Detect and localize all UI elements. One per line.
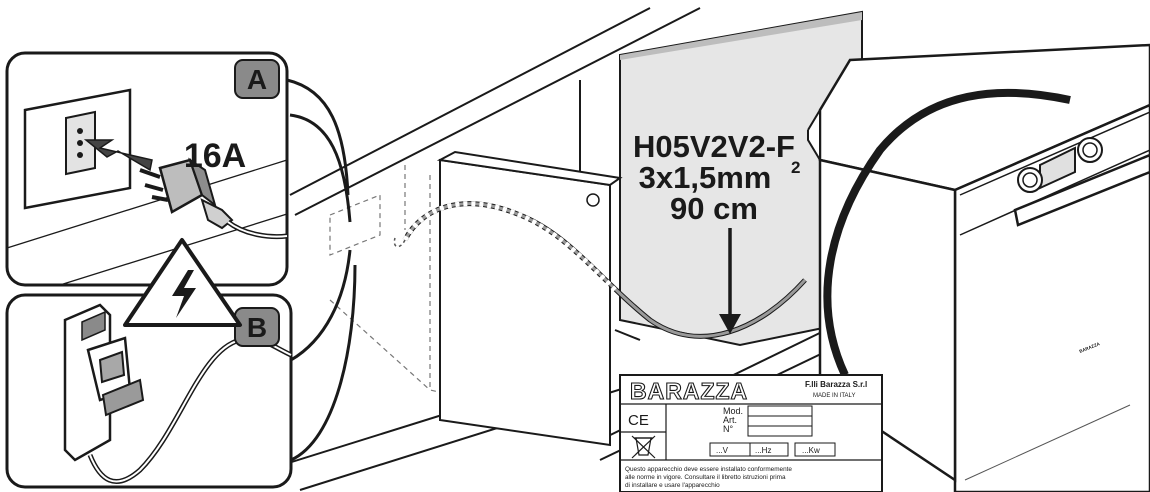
plate-note-line-3: di installare e usare l'apparecchio: [625, 482, 720, 489]
plate-unit-hz: ...Hz: [755, 446, 771, 455]
plate-unit-kw: ...Kw: [802, 446, 820, 455]
plate-brand: BARAZZA: [630, 378, 748, 404]
cable-spec: H05V2V2-F 3x1,5mm 2 90 cm: [633, 129, 800, 334]
rating-plate: BARAZZA F.lli Barazza S.r.l MADE IN ITAL…: [619, 374, 883, 492]
plate-unit-v: ...V: [716, 446, 729, 455]
cable-section: 3x1,5mm: [639, 160, 772, 195]
door-knob: [586, 193, 600, 207]
plate-note-line-1: Questo apparecchio deve essere installat…: [625, 466, 792, 473]
ce-mark-icon: CE: [628, 412, 649, 429]
callout-switch-panel: B: [5, 293, 293, 489]
callout-socket-panel: 16A A: [5, 51, 289, 287]
plate-note-line-2: alle norme in vigore. Consultare il libr…: [625, 474, 786, 481]
callout-label-b: B: [247, 312, 267, 343]
oven-door-handle: [1013, 153, 1150, 227]
cable-type: H05V2V2-F: [633, 129, 795, 164]
callout-connectors: [286, 78, 357, 462]
plate-company: F.lli Barazza S.r.l: [805, 380, 867, 389]
callout-label-a: A: [247, 64, 267, 95]
callout-label-a-badge: [234, 59, 280, 99]
plate-field-mod: Mod.: [723, 406, 743, 416]
weee-bin-icon: [631, 435, 656, 459]
plug-icon: [139, 157, 288, 240]
high-voltage-warning-icon: [123, 238, 242, 327]
plate-location-arc: [823, 88, 1071, 377]
plate-field-art: Art.: [723, 415, 737, 425]
cable-length: 90 cm: [670, 191, 758, 226]
current-rating-label: 16A: [184, 137, 246, 175]
appliance-cable: [393, 201, 807, 339]
plate-fields: [709, 405, 836, 457]
oven-right-knob: [1077, 137, 1103, 163]
oven-left-knob: [1017, 167, 1043, 193]
cabinet-door: [436, 150, 623, 447]
cable-section-superscript: 2: [791, 158, 800, 177]
plate-field-no: N°: [723, 424, 733, 434]
oven-cavity: [619, 10, 863, 347]
plate-origin: MADE IN ITALY: [813, 393, 855, 399]
